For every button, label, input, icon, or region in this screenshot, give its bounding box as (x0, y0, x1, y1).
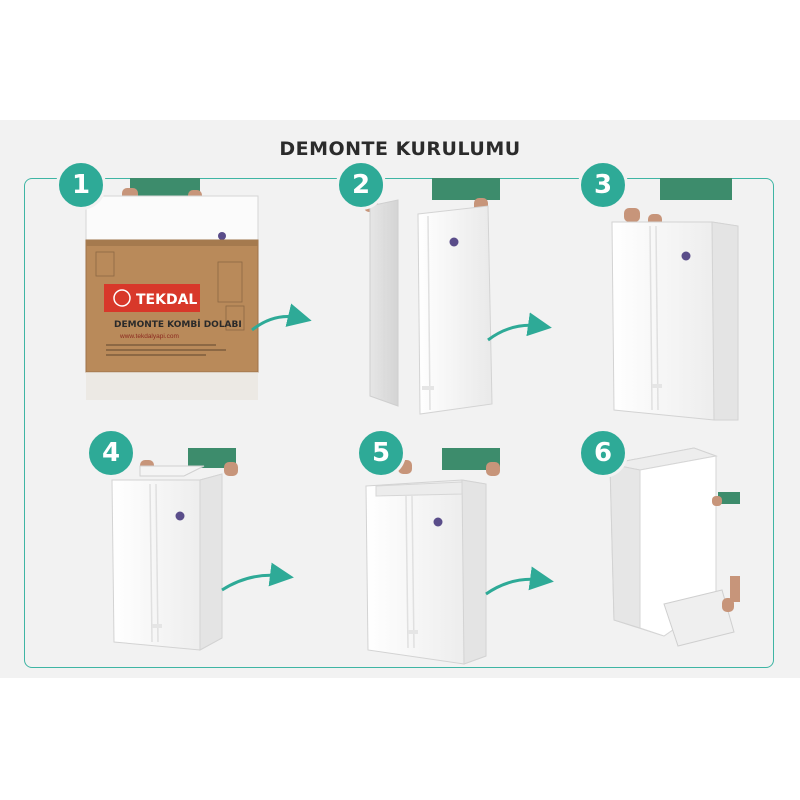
step-2-scene (364, 178, 500, 415)
step-5-scene (365, 448, 500, 665)
arrow-4-to-5 (221, 562, 294, 592)
arrow-1-to-2 (251, 303, 312, 332)
step-5-badge: 5 (356, 428, 406, 478)
step-4-badge: 4 (86, 428, 136, 478)
arrow-5-to-6 (485, 566, 554, 596)
step-1-scene: TEKDAL DEMONTE KOMBİ DOLABI www.tekdalya… (85, 178, 259, 400)
box-brand: TEKDAL (136, 292, 197, 308)
step-6-scene (609, 447, 740, 647)
step-3-badge: 3 (578, 160, 628, 210)
step-6-badge: 6 (578, 428, 628, 478)
step-2-badge: 2 (336, 160, 386, 210)
step-3-scene (611, 178, 739, 421)
step-4-scene (111, 448, 238, 651)
steps-frame (24, 178, 774, 668)
person-shirt (130, 178, 200, 200)
box-website: www.tekdalyapi.com (119, 333, 179, 340)
box-logo-band (104, 284, 200, 312)
step-1-badge: 1 (56, 160, 106, 210)
box-product: DEMONTE KOMBİ DOLABI (114, 319, 242, 330)
arrow-2-to-3 (487, 312, 552, 342)
page-title: DEMONTE KURULUMU (279, 138, 521, 160)
